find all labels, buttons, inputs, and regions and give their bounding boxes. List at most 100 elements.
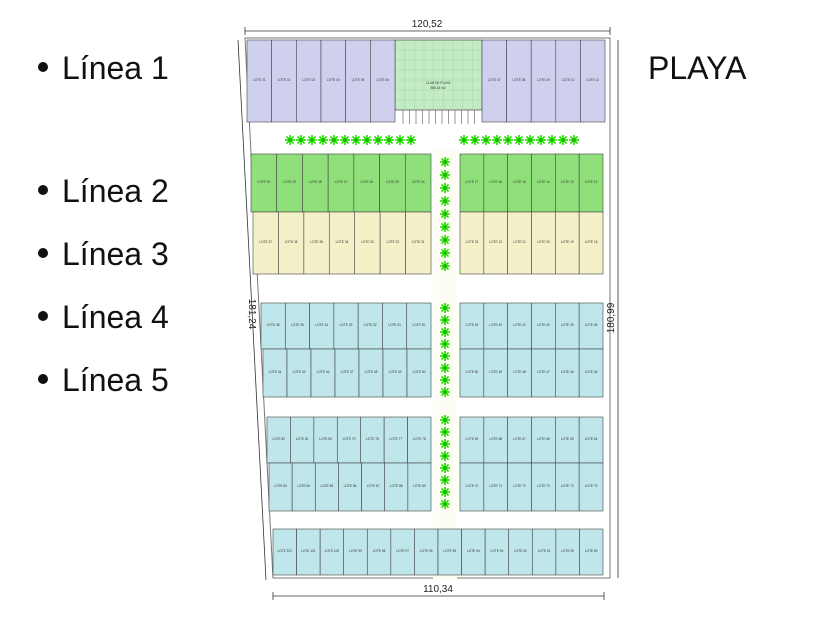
lote-r1l-0 bbox=[246, 39, 272, 123]
palm-tree-icon bbox=[536, 135, 546, 145]
legend-item-line-2: Línea 2 bbox=[38, 173, 169, 210]
lote-label: LOTE 83 bbox=[274, 484, 287, 488]
lote-r4l-0 bbox=[260, 302, 286, 350]
palm-tree-icon bbox=[406, 135, 416, 145]
lote-label: LOTE 26 bbox=[360, 180, 373, 184]
lote-label: LOTE 99 bbox=[349, 549, 362, 553]
lote-label: LOTE 94 bbox=[467, 549, 480, 553]
lote-label: LOTE 79 bbox=[343, 437, 356, 441]
legend-label: Línea 3 bbox=[62, 236, 169, 272]
lote-r5l-2 bbox=[310, 348, 336, 398]
palm-tree-icon bbox=[440, 499, 450, 509]
lote-label: LOTE 13 bbox=[561, 180, 574, 184]
lote-label: LOTE 69 bbox=[466, 437, 479, 441]
lote-r2l-5 bbox=[379, 153, 406, 213]
palm-tree-icon bbox=[440, 209, 450, 219]
lote-label: LOTE 46 bbox=[561, 370, 574, 374]
lote-label: LOTE 45 bbox=[585, 370, 598, 374]
palm-tree-icon bbox=[440, 315, 450, 325]
club-area: 985.15 m2 bbox=[430, 86, 445, 90]
lote-label: LOTE 41 bbox=[513, 323, 526, 327]
lote-label: LOTE 34 bbox=[315, 323, 328, 327]
lote-label: LOTE 17 bbox=[466, 180, 479, 184]
lote-r5l-1 bbox=[286, 348, 312, 398]
palm-tree-icon bbox=[384, 135, 394, 145]
lote-label: LOTE 88 bbox=[390, 484, 403, 488]
lote-label: LOTE 25 bbox=[386, 180, 399, 184]
lote-label: LOTE 12 bbox=[585, 180, 598, 184]
palm-tree-icon bbox=[459, 135, 469, 145]
lote-label: LOTE 39 bbox=[561, 323, 574, 327]
lote-r5l-4 bbox=[358, 348, 384, 398]
lote-label: LOTE 97 bbox=[396, 549, 409, 553]
lote-label: LOTE 38 bbox=[585, 323, 598, 327]
lote-label: LOTE 71 bbox=[489, 484, 502, 488]
lote-label: LOTE 49 bbox=[389, 370, 402, 374]
lote-label: LOTE 64 bbox=[585, 437, 598, 441]
palm-tree-icon bbox=[440, 170, 450, 180]
palm-tree-icon bbox=[440, 363, 450, 373]
palm-tree-icon bbox=[440, 351, 450, 361]
palm-tree-icon bbox=[440, 339, 450, 349]
lote-label: LOTE 77 bbox=[389, 437, 402, 441]
lote-label: LOTE 42 bbox=[489, 323, 502, 327]
lote-label: LOTE 32 bbox=[364, 323, 377, 327]
lote-r3l-6 bbox=[405, 211, 432, 275]
lote-r4l-5 bbox=[382, 302, 408, 350]
lote-label: LOTE 48 bbox=[365, 370, 378, 374]
lote-label: LOTE 50 bbox=[466, 370, 479, 374]
palm-tree-icon bbox=[440, 451, 450, 461]
lote-r4l-3 bbox=[333, 302, 359, 350]
lote-r3l-1 bbox=[278, 211, 305, 275]
lote-label: LOTE 19 bbox=[561, 240, 574, 244]
palm-tree-icon bbox=[558, 135, 568, 145]
lote-label: LOTE 81 bbox=[296, 437, 309, 441]
palm-tree-icon bbox=[440, 261, 450, 271]
lote-label: LOTE 78 bbox=[366, 437, 379, 441]
lote-label: LOTE 20 bbox=[537, 240, 550, 244]
lote-r1l-5 bbox=[370, 39, 396, 123]
lote-label: LOTE 45 bbox=[293, 370, 306, 374]
palm-tree-icon bbox=[318, 135, 328, 145]
lote-r5l-6 bbox=[406, 348, 432, 398]
lote-label: LOTE 10 bbox=[562, 78, 575, 82]
lote-label: LOTE 92 bbox=[514, 549, 527, 553]
club-stairs bbox=[402, 110, 475, 124]
lote-label: LOTE 48 bbox=[513, 370, 526, 374]
lote-label: LOTE 74 bbox=[561, 484, 574, 488]
palm-tree-icon bbox=[373, 135, 383, 145]
club-label: CLUB DE PLAYA bbox=[426, 81, 451, 85]
palm-tree-icon bbox=[440, 235, 450, 245]
lote-r1l-2 bbox=[296, 39, 322, 123]
lote-r5l-5 bbox=[382, 348, 408, 398]
palm-tree-icon bbox=[362, 135, 372, 145]
palm-tree-icon bbox=[440, 427, 450, 437]
palm-tree-icon bbox=[440, 248, 450, 258]
palm-tree-icon bbox=[440, 157, 450, 167]
lote-label: LOTE 32 bbox=[386, 240, 399, 244]
palm-tree-icon bbox=[440, 375, 450, 385]
lote-label: LOTE 01 bbox=[253, 78, 266, 82]
lote-label: LOTE 18 bbox=[585, 240, 598, 244]
lote-label: LOTE 75 bbox=[585, 484, 598, 488]
palm-tree-icon bbox=[514, 135, 524, 145]
lote-label: LOTE 67 bbox=[513, 437, 526, 441]
lote-r8-13 bbox=[579, 528, 604, 576]
lote-label: LOTE 31 bbox=[412, 240, 425, 244]
lote-label: LOTE 89 bbox=[413, 484, 426, 488]
lote-label: LOTE 85 bbox=[320, 484, 333, 488]
legend-label: Línea 4 bbox=[62, 299, 169, 335]
lote-label: LOTE 47 bbox=[537, 370, 550, 374]
lote-label: LOTE 21 bbox=[513, 240, 526, 244]
legend-item-line-1: Línea 1 bbox=[38, 50, 169, 87]
lote-r1r-4 bbox=[580, 39, 606, 123]
lote-label: LOTE 82 bbox=[272, 437, 285, 441]
lote-label: LOTE 100 bbox=[325, 549, 340, 553]
lote-label: LOTE 68 bbox=[489, 437, 502, 441]
lote-label: LOTE 27 bbox=[335, 180, 348, 184]
lote-r3r-5 bbox=[578, 211, 604, 275]
lote-r1l-1 bbox=[271, 39, 297, 123]
lote-r3l-3 bbox=[328, 211, 356, 275]
lote-label: LOTE 40 bbox=[537, 323, 550, 327]
